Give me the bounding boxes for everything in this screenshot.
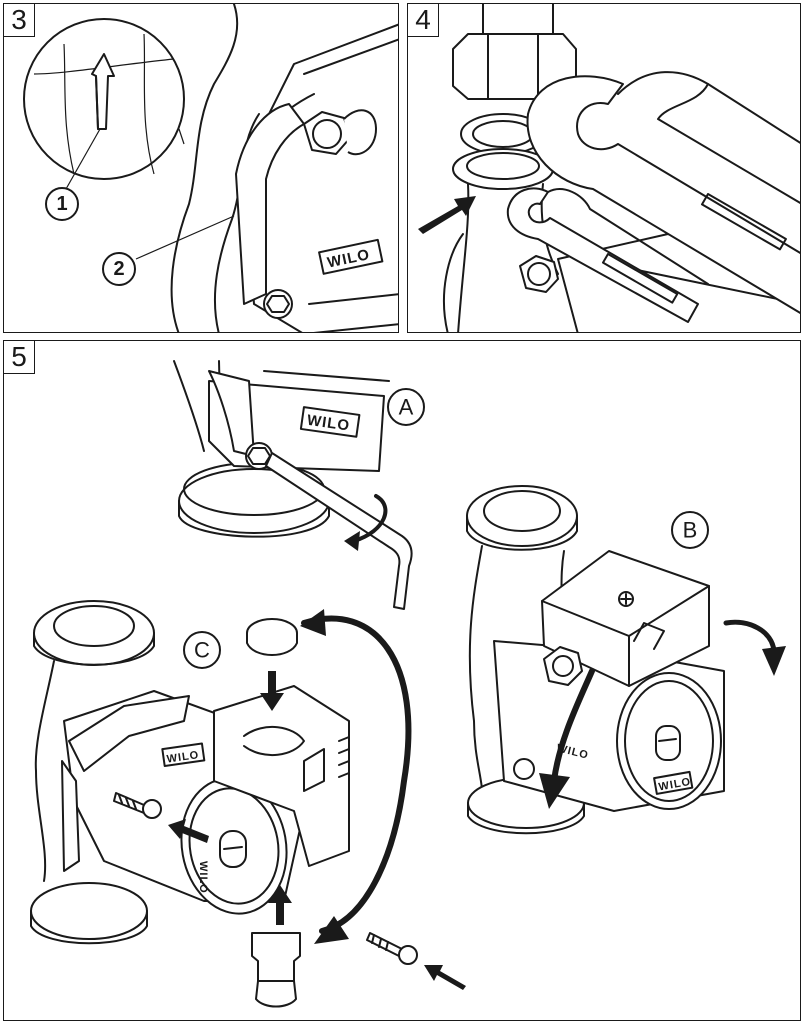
- callout-1-label: 1: [56, 193, 67, 215]
- view-c-reassemble: WILO WILO: [30, 600, 466, 1008]
- cover-plug-icon: [246, 618, 298, 656]
- view-c-marker: [183, 631, 221, 669]
- cable-gland-icon: [543, 646, 583, 686]
- brand-label-c: WILO: [161, 742, 206, 767]
- motor-end-cap-b: [616, 672, 722, 810]
- view-b-letter: B: [683, 518, 698, 543]
- swap-arrow-head-top: [300, 609, 326, 636]
- step-number-4: 4: [408, 4, 439, 37]
- callout-1-leader: [65, 128, 101, 190]
- terminal-box-base-c: [213, 685, 350, 867]
- view-a-letter: A: [399, 395, 414, 420]
- motor-end-cap-c: [180, 777, 288, 915]
- callout-2: 2: [102, 252, 136, 286]
- flow-arrow-icon: [91, 53, 115, 130]
- rotate-arrow-b2-head: [762, 646, 786, 676]
- pump-housing-c: [34, 660, 55, 882]
- cable-gland-icon: [251, 932, 301, 1008]
- callout-2-label: 2: [113, 258, 124, 280]
- magnifier-leader: [178, 128, 185, 145]
- open-end-wrench-icon: [526, 71, 800, 314]
- pump-flange-c-top: [33, 600, 155, 666]
- screw-icon: [366, 932, 418, 965]
- step-number-3: 3: [4, 4, 35, 37]
- pump-housing-outline: [170, 4, 239, 332]
- view-a-marker: [387, 388, 425, 426]
- motor-top-edge: [303, 38, 398, 75]
- swap-arrow-curve: [301, 615, 412, 934]
- pump-flange-c-bottom: [30, 882, 148, 945]
- svg-text:WILO: WILO: [658, 776, 692, 793]
- union-nut-icon: [303, 109, 377, 156]
- clamp-ring-c: [61, 695, 190, 872]
- pump-flow-direction-illustration: WILO 1 2: [23, 4, 398, 332]
- rotate-arrow-b-head: [539, 773, 570, 809]
- magnifier-edge-line: [63, 43, 75, 175]
- terminal-box-b: [541, 550, 710, 687]
- svg-text:WILO: WILO: [166, 749, 200, 765]
- remove-gland-arrow-icon: [268, 885, 292, 925]
- insert-screw-arrow-icon: [424, 965, 466, 990]
- pump-housing-b: [468, 545, 484, 802]
- pipe-connection-illustration: [418, 4, 800, 332]
- swap-arrow-head-bottom: [314, 916, 349, 944]
- motor-bottom-edge: [308, 293, 398, 305]
- panel-step-4: 4: [407, 3, 801, 333]
- view-b-rotate-motor: WILO WILO B: [466, 485, 786, 835]
- brand-label-a-text: WILO: [306, 412, 351, 435]
- view-a-loosen-screws: WILO A: [173, 360, 425, 610]
- view-c-letter: C: [194, 638, 210, 663]
- motor-edge-a: [263, 370, 390, 382]
- step-number-5: 5: [4, 341, 35, 374]
- panel-step-5: 5 WILO: [3, 340, 801, 1021]
- hex-screw-icon: [263, 289, 293, 319]
- magnifier-edge-line-2: [143, 33, 155, 175]
- motor-repositioning-illustration: WILO A: [30, 360, 786, 1008]
- insert-plug-arrow-icon: [260, 671, 284, 711]
- hex-screw-icon: [513, 758, 535, 780]
- pump-flange-b-top: [466, 485, 578, 551]
- union-nut-icon: [452, 33, 577, 100]
- pump-body-line: [442, 233, 464, 332]
- rotate-arrow-b-curve: [551, 668, 595, 784]
- union-nut-icon: [519, 255, 559, 293]
- rotate-arrow-a-head: [344, 531, 360, 551]
- callout-1: 1: [45, 187, 79, 221]
- view-b-marker: [671, 511, 709, 549]
- brand-label: WILO: [318, 238, 384, 275]
- callout-2-leader: [135, 215, 235, 260]
- panel-step-3: 3 WILO: [3, 3, 399, 333]
- brand-label-a: WILO: [299, 406, 361, 438]
- brand-label-c-cap: WILO: [197, 861, 209, 894]
- insert-arrow-icon: [418, 196, 476, 234]
- small-wrench-icon: [506, 187, 709, 323]
- clamp-ring-a: [208, 370, 255, 457]
- motor-body: [243, 23, 398, 332]
- brand-label-b: WILO: [653, 770, 694, 795]
- svg-text:WILO: WILO: [197, 861, 209, 894]
- screw-icon: [113, 792, 162, 819]
- allen-key-icon: [265, 452, 413, 610]
- insert-screw-arrow-icon: [168, 819, 209, 843]
- rotate-arrow-a-curve: [352, 494, 388, 543]
- rotate-arrow-b2-curve: [723, 619, 777, 654]
